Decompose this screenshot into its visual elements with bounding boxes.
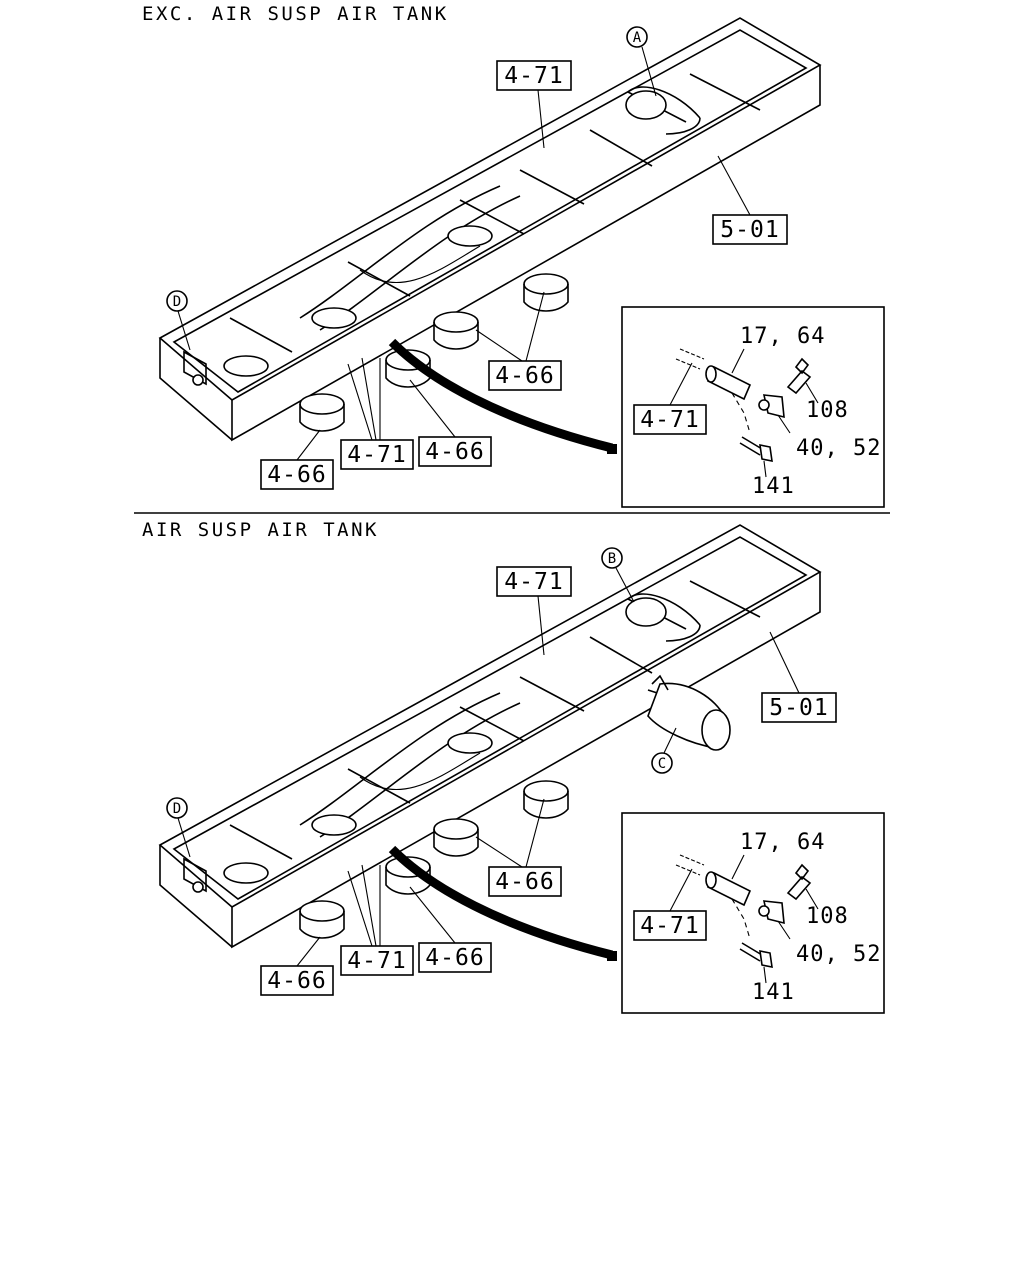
label-bellows-mid: 4-66	[425, 439, 484, 465]
inset-part-d: 141	[752, 980, 795, 1005]
inset-part-a: 17, 64	[740, 324, 825, 349]
callout-circle-c	[651, 752, 673, 774]
label-bellows-left: 4-66	[267, 968, 326, 994]
air-tank-drawing	[647, 674, 731, 751]
section-title: EXC. AIR SUSP AIR TANK	[142, 3, 449, 25]
section-air-susp: AIR SUSP AIR TANK B C D 4-71 5-01 4-66	[142, 519, 885, 1014]
section-exc-air-susp: EXC. AIR SUSP AIR TANK A D 4-71 5-01 4-6…	[142, 3, 885, 508]
callout-circle-a	[626, 26, 648, 48]
label-frame: 5-01	[720, 217, 779, 243]
label-bellows-right: 4-66	[495, 363, 554, 389]
callout-circle-b	[601, 547, 623, 569]
inset-detail: 4-71 17, 64 108 40, 52 141	[621, 306, 885, 508]
label-pipe-mid: 4-71	[347, 442, 406, 468]
label-pipe-mid: 4-71	[347, 948, 406, 974]
callout-circle-d	[166, 797, 188, 819]
inset-part-d: 141	[752, 474, 795, 499]
inset-part-b: 108	[806, 904, 849, 929]
callout-d: D	[173, 294, 181, 310]
label-frame: 5-01	[769, 695, 828, 721]
inset-label-pipe: 4-71	[640, 407, 699, 433]
inset-label-pipe: 4-71	[640, 913, 699, 939]
inset-detail: 4-71 17, 64 108 40, 52 141	[621, 812, 885, 1014]
section-title: AIR SUSP AIR TANK	[142, 519, 379, 541]
callout-a: A	[633, 30, 642, 46]
inset-part-c: 40, 52	[796, 942, 881, 967]
inset-part-b: 108	[806, 398, 849, 423]
label-bellows-mid: 4-66	[425, 945, 484, 971]
callout-b: B	[608, 551, 616, 567]
inset-part-a: 17, 64	[740, 830, 825, 855]
label-pipe-top: 4-71	[504, 569, 563, 595]
label-bellows-left: 4-66	[267, 462, 326, 488]
callout-c: C	[658, 756, 666, 772]
callout-circle-d	[166, 290, 188, 312]
label-pipe-top: 4-71	[504, 63, 563, 89]
label-bellows-right: 4-66	[495, 869, 554, 895]
callout-d: D	[173, 801, 181, 817]
inset-part-c: 40, 52	[796, 436, 881, 461]
